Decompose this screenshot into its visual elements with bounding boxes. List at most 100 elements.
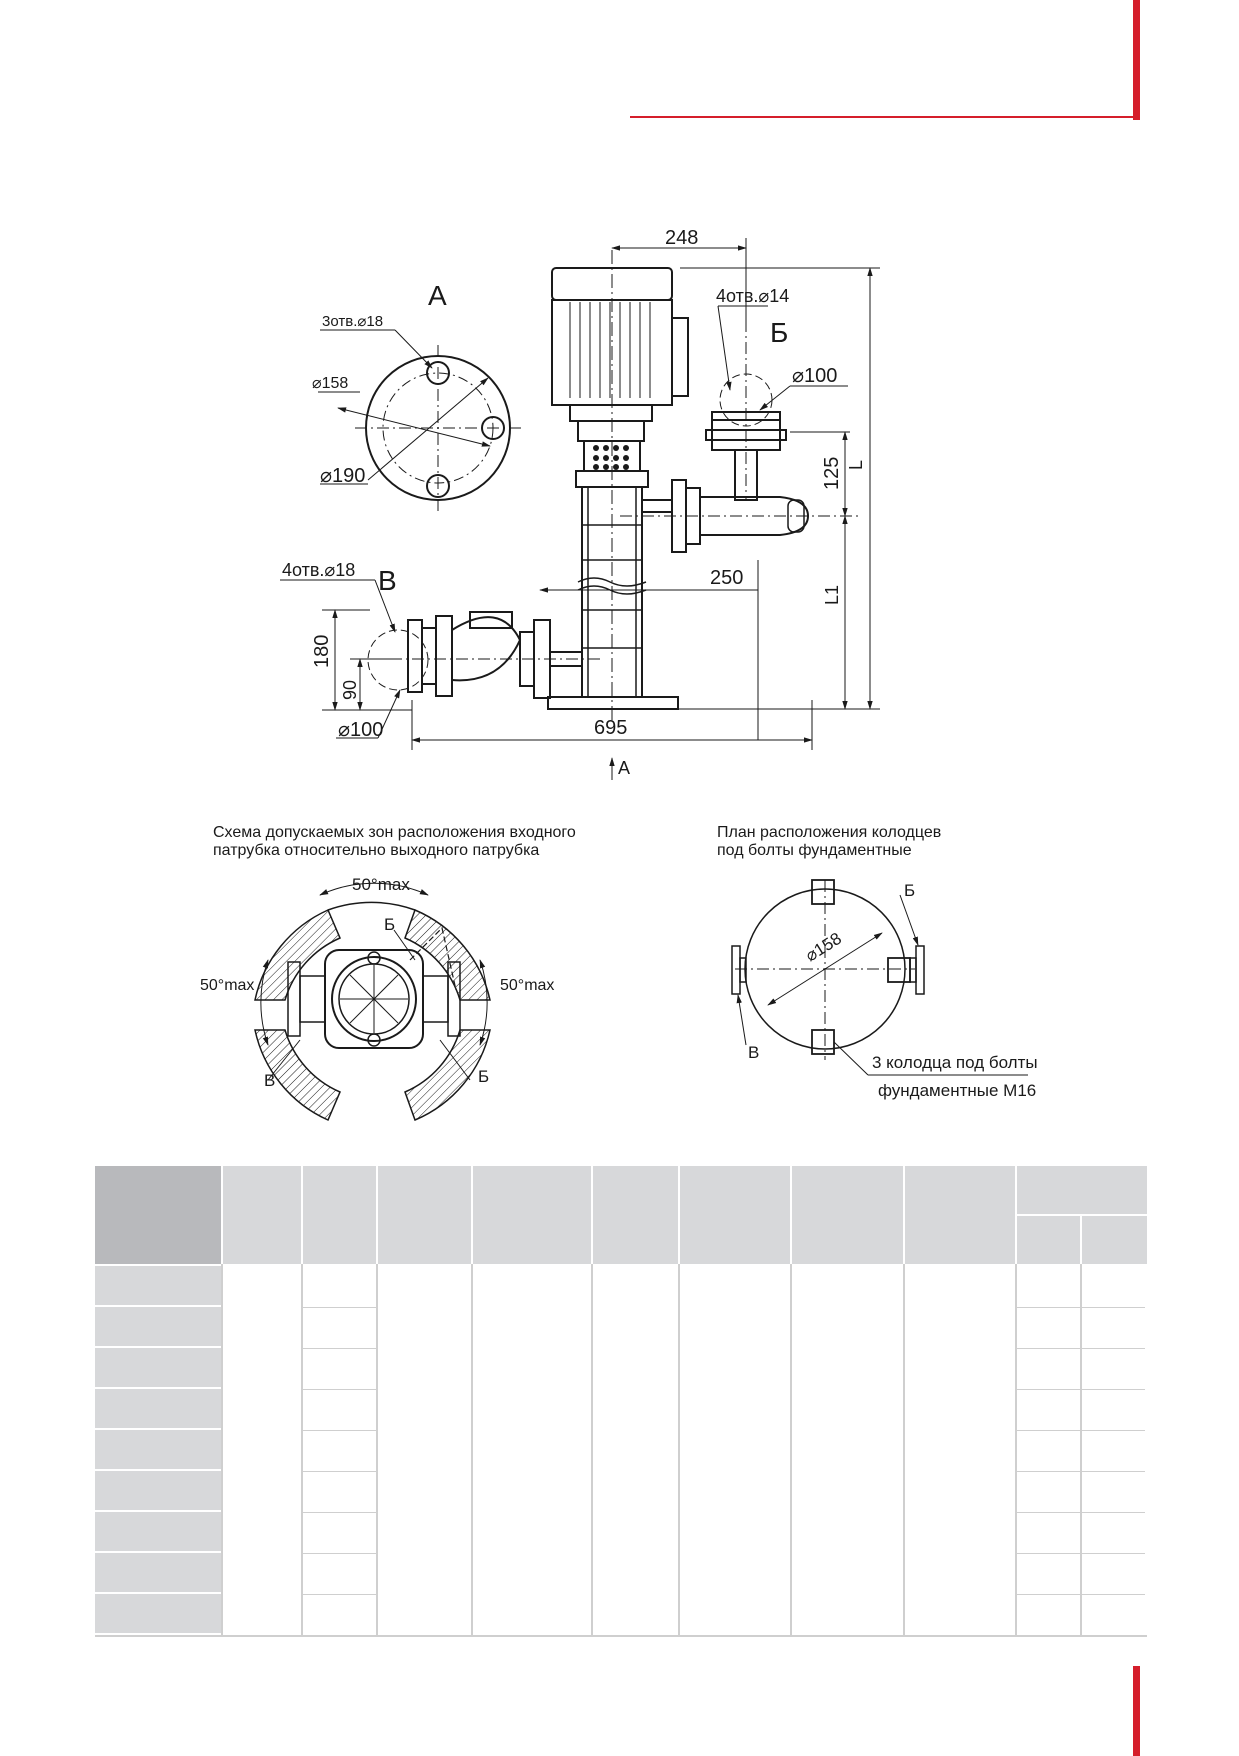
table-header-corner <box>95 1166 221 1264</box>
top-red-bar <box>1133 0 1140 120</box>
wells-label-b: Б <box>904 881 915 900</box>
dim-L1: L1 <box>822 585 842 605</box>
zone-right-angle: 50°max <box>500 977 554 994</box>
table-row-head <box>95 1430 221 1469</box>
table-cell <box>303 1594 376 1635</box>
dimension-lines <box>280 238 880 780</box>
table-row-head <box>95 1512 221 1551</box>
dim-d100-top: ⌀100 <box>792 365 837 387</box>
flange-view-a <box>318 329 522 512</box>
zone-left-angle: 50°max <box>200 977 254 994</box>
table-cell <box>303 1307 376 1348</box>
table-cell <box>1017 1594 1080 1635</box>
wells-note-line1: 3 колодца под болты <box>872 1053 1038 1072</box>
table-cell <box>303 1512 376 1553</box>
table-cell <box>303 1471 376 1512</box>
wells-diameter: ⌀158 <box>802 929 845 966</box>
dim-90: 90 <box>340 680 360 700</box>
table-cell <box>1082 1348 1145 1389</box>
table-cell <box>1082 1553 1145 1594</box>
zone-label-b-bottom: Б <box>478 1067 489 1086</box>
table-cell <box>303 1348 376 1389</box>
table-cell <box>1082 1471 1145 1512</box>
wells-caption: План расположения колодцев под болты фун… <box>717 824 941 860</box>
table-cell <box>1017 1307 1080 1348</box>
table-cell <box>1017 1430 1080 1471</box>
table-cell <box>1082 1512 1145 1553</box>
table-cell <box>1017 1389 1080 1430</box>
wells-label-v: В <box>748 1043 759 1062</box>
table-col-line <box>471 1264 473 1635</box>
table-header-subcell <box>1082 1216 1147 1264</box>
flange-d158-label: ⌀158 <box>312 375 348 392</box>
table-row-head <box>95 1553 221 1592</box>
table-cell <box>1082 1430 1145 1471</box>
zones-diagram <box>254 882 491 1122</box>
table-cell <box>1017 1471 1080 1512</box>
view-v-label: В <box>378 565 397 596</box>
zone-label-v: В <box>264 1071 275 1090</box>
table-col-line <box>903 1264 905 1635</box>
table-col-line <box>1080 1264 1082 1635</box>
pump-assembly <box>367 250 860 720</box>
table-col-line <box>301 1264 303 1635</box>
dim-L: L <box>846 460 866 470</box>
table-cell <box>303 1430 376 1471</box>
table-cell <box>303 1266 376 1307</box>
flange-d190-label: ⌀190 <box>320 465 365 487</box>
zone-top-angle: 50°max <box>352 875 410 894</box>
table-col-line <box>221 1264 223 1635</box>
table-col-line <box>678 1264 680 1635</box>
wells-note-line2: фундаментные М16 <box>878 1081 1036 1100</box>
table-header-cell <box>792 1166 903 1264</box>
table-col-line <box>591 1264 593 1635</box>
table-bottom-line <box>95 1635 1147 1637</box>
bottom-red-bar <box>1133 1666 1140 1756</box>
view-b-label: Б <box>770 317 788 348</box>
holes-top-label: 4отв.⌀14 <box>716 286 789 306</box>
table-header-cell <box>378 1166 471 1264</box>
spec-table <box>95 1166 1147 1645</box>
table-header-cell <box>303 1166 376 1264</box>
top-red-rule <box>630 116 1133 118</box>
table-cell <box>1017 1348 1080 1389</box>
holes-left-label: 4отв.⌀18 <box>282 560 355 580</box>
table-row-head <box>95 1348 221 1387</box>
zone-label-b-top: Б <box>384 915 395 934</box>
table-header-cell <box>473 1166 591 1264</box>
table-col-line <box>1015 1264 1017 1635</box>
table-col-line <box>790 1264 792 1635</box>
arrow-a-label: А <box>618 758 630 778</box>
table-row-head <box>95 1594 221 1633</box>
wells-caption-line1: План расположения колодцев <box>717 824 942 841</box>
table-row-head <box>95 1471 221 1510</box>
table-header-cell <box>223 1166 301 1264</box>
zones-caption: Схема допускаемых зон расположения входн… <box>213 824 576 860</box>
table-header-subcell <box>1017 1216 1080 1264</box>
zones-caption-line2: патрубка относительно выходного патрубка <box>213 842 540 859</box>
table-cell <box>1082 1266 1145 1307</box>
table-header-cell <box>593 1166 678 1264</box>
table-row-head <box>95 1307 221 1346</box>
table-cell <box>303 1553 376 1594</box>
table-row-head <box>95 1389 221 1428</box>
table-cell <box>1017 1553 1080 1594</box>
table-header-cell <box>905 1166 1015 1264</box>
table-cell <box>303 1389 376 1430</box>
zones-caption-line1: Схема допускаемых зон расположения входн… <box>213 824 576 841</box>
view-a-label: А <box>428 280 447 311</box>
dim-d100-left: ⌀100 <box>338 719 383 741</box>
dim-250: 250 <box>710 567 743 589</box>
table-header-group <box>1017 1166 1147 1214</box>
table-cell <box>1017 1512 1080 1553</box>
dim-695: 695 <box>594 717 627 739</box>
flange-holes-label: 3отв.⌀18 <box>322 313 383 330</box>
dim-125: 125 <box>821 457 843 490</box>
table-row-head <box>95 1266 221 1305</box>
table-cell <box>1082 1594 1145 1635</box>
wells-caption-line2: под болты фундаментные <box>717 842 912 859</box>
wells-diagram <box>731 879 1028 1076</box>
table-header-cell <box>680 1166 790 1264</box>
dim-248: 248 <box>665 227 698 249</box>
